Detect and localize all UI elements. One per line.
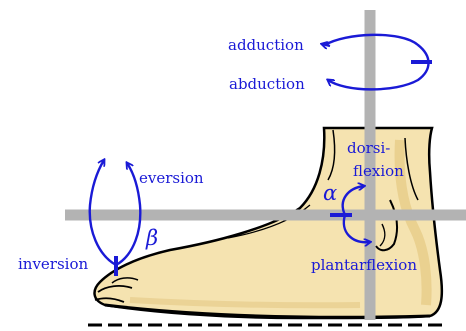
plantarflexion-label: plantarflexion xyxy=(311,256,417,274)
abduction-label: abduction xyxy=(229,75,305,93)
dorsiflexion-label-line2: flexion xyxy=(353,162,404,180)
inversion-label: inversion xyxy=(18,255,89,273)
beta-symbol: β xyxy=(145,226,158,250)
adduction-abduction-rotation xyxy=(322,35,432,90)
alpha-symbol: α xyxy=(323,181,337,205)
adduction-label: adduction xyxy=(228,36,304,54)
dorsiflexion-label-line1: dorsi- xyxy=(347,139,390,157)
eversion-label: eversion xyxy=(139,169,204,187)
